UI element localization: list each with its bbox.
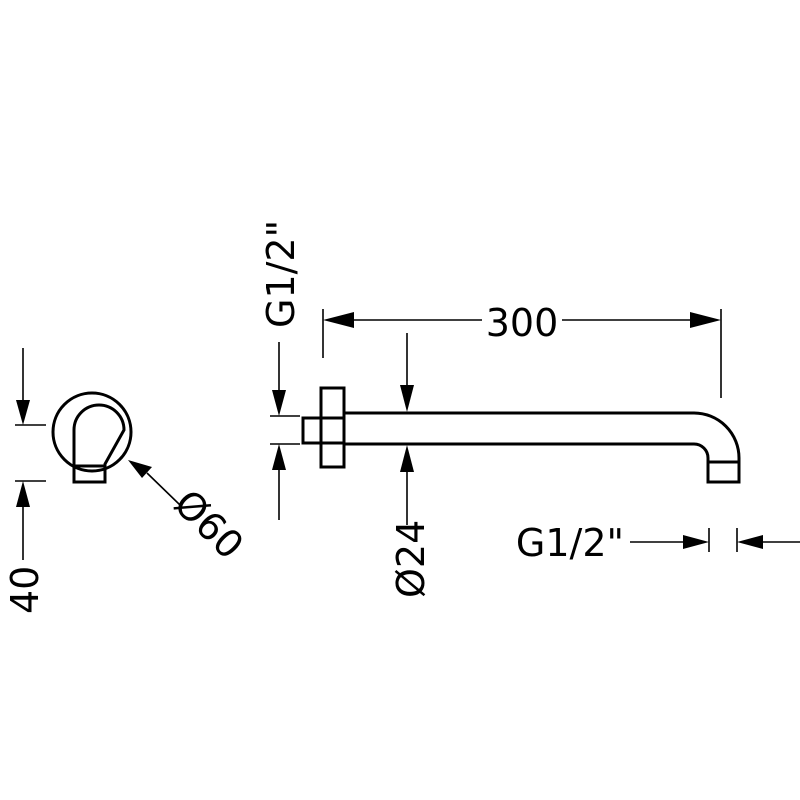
rosette-view xyxy=(51,391,133,484)
wall-flange xyxy=(319,386,346,469)
inlet-thread-nipple xyxy=(301,416,323,445)
rosette-outline xyxy=(51,391,133,473)
outlet-thread-dimension: G1/2" xyxy=(516,521,800,565)
tube-diameter-dimension: Ø24 xyxy=(389,333,433,598)
inlet-thread-dimension: G1/2" xyxy=(259,220,303,520)
arrow-left xyxy=(323,312,354,328)
arrow-right xyxy=(690,312,721,328)
rosette-diameter-label: Ø60 xyxy=(166,481,252,567)
arm-tube xyxy=(344,411,741,484)
outlet-thread-label: G1/2" xyxy=(516,521,624,565)
inlet-thread-label: G1/2" xyxy=(259,220,303,328)
arrow-left xyxy=(737,535,763,549)
length-dimension: 300 xyxy=(322,301,722,398)
arrow-up xyxy=(272,444,286,470)
arm-profile-side xyxy=(72,403,126,484)
arrow-up xyxy=(16,481,30,507)
arm-view xyxy=(301,386,741,484)
diameter60-leader: Ø60 xyxy=(128,460,252,568)
length-label: 300 xyxy=(486,301,559,345)
arrow-down xyxy=(16,400,30,425)
leader-arrow xyxy=(128,460,152,478)
arrow-down xyxy=(272,390,286,416)
depth-dimension: 40 xyxy=(3,348,47,614)
arrow-up xyxy=(400,445,414,472)
arrow-right xyxy=(683,535,709,549)
tube-diameter-label: Ø24 xyxy=(389,520,433,598)
arrow-down xyxy=(400,385,414,412)
depth-label: 40 xyxy=(3,566,47,614)
